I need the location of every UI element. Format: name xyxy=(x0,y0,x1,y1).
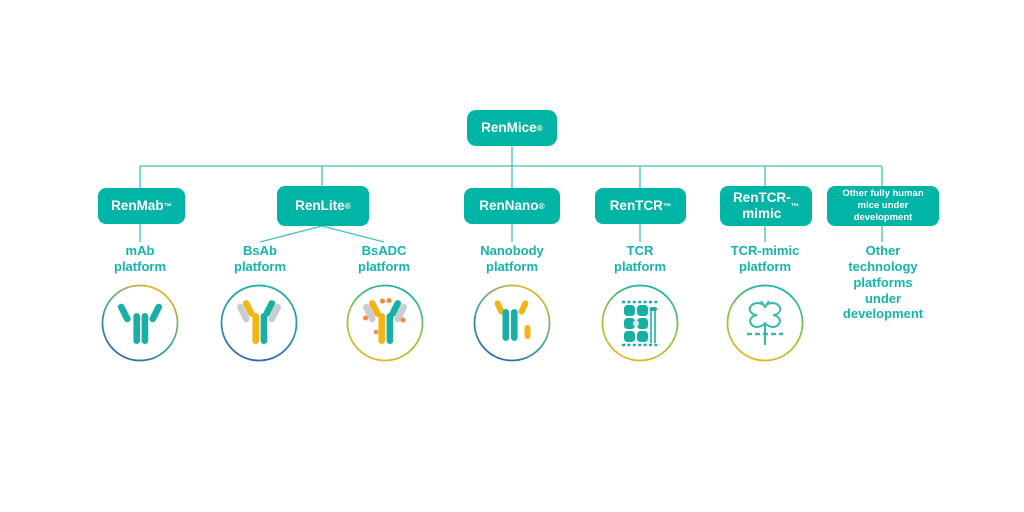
antibody-bispecific-icon xyxy=(219,283,299,363)
caption-bsadc-platform: BsADC platform xyxy=(358,243,410,274)
tcr-receptor-icon xyxy=(600,283,680,363)
caption-tcr-platform: TCR platform xyxy=(614,243,666,274)
node-rentcr-mimic-label: RenTCR- mimic xyxy=(732,190,791,221)
node-renlite-label: RenLite xyxy=(295,198,345,214)
caption-tcr-mimic-platform: TCR-mimic platform xyxy=(730,243,800,274)
node-renmab-label: RenMab xyxy=(111,198,164,214)
nanobody-icon xyxy=(472,283,552,363)
node-rentcr-label: RenTCR xyxy=(609,198,663,214)
node-renlite[interactable]: RenLite® xyxy=(277,186,369,226)
antibody-mab-icon xyxy=(100,283,180,363)
node-other-mice[interactable]: Other fully human mice under development xyxy=(827,186,939,226)
drug-payload-dots xyxy=(363,298,406,335)
node-rennano-label: RenNano xyxy=(479,198,539,214)
node-rennano[interactable]: RenNano® xyxy=(464,188,560,224)
caption-nanobody-platform: Nanobody platform xyxy=(480,243,544,274)
antibody-drug-conjugate-icon xyxy=(345,283,425,363)
tcr-mimic-icon xyxy=(725,283,805,363)
node-renmice-label: RenMice xyxy=(481,120,537,136)
caption-mab-platform: mAb platform xyxy=(114,243,166,274)
caption-bsab-platform: BsAb platform xyxy=(234,243,286,274)
connector-renlite-bsadc xyxy=(321,225,385,243)
caption-other-technology-platforms: Other technology platforms under develop… xyxy=(842,243,924,322)
node-other-mice-label: Other fully human mice under development xyxy=(842,188,924,223)
node-renmice[interactable]: RenMice® xyxy=(467,110,557,146)
connector-renlite-bsab xyxy=(259,225,323,243)
